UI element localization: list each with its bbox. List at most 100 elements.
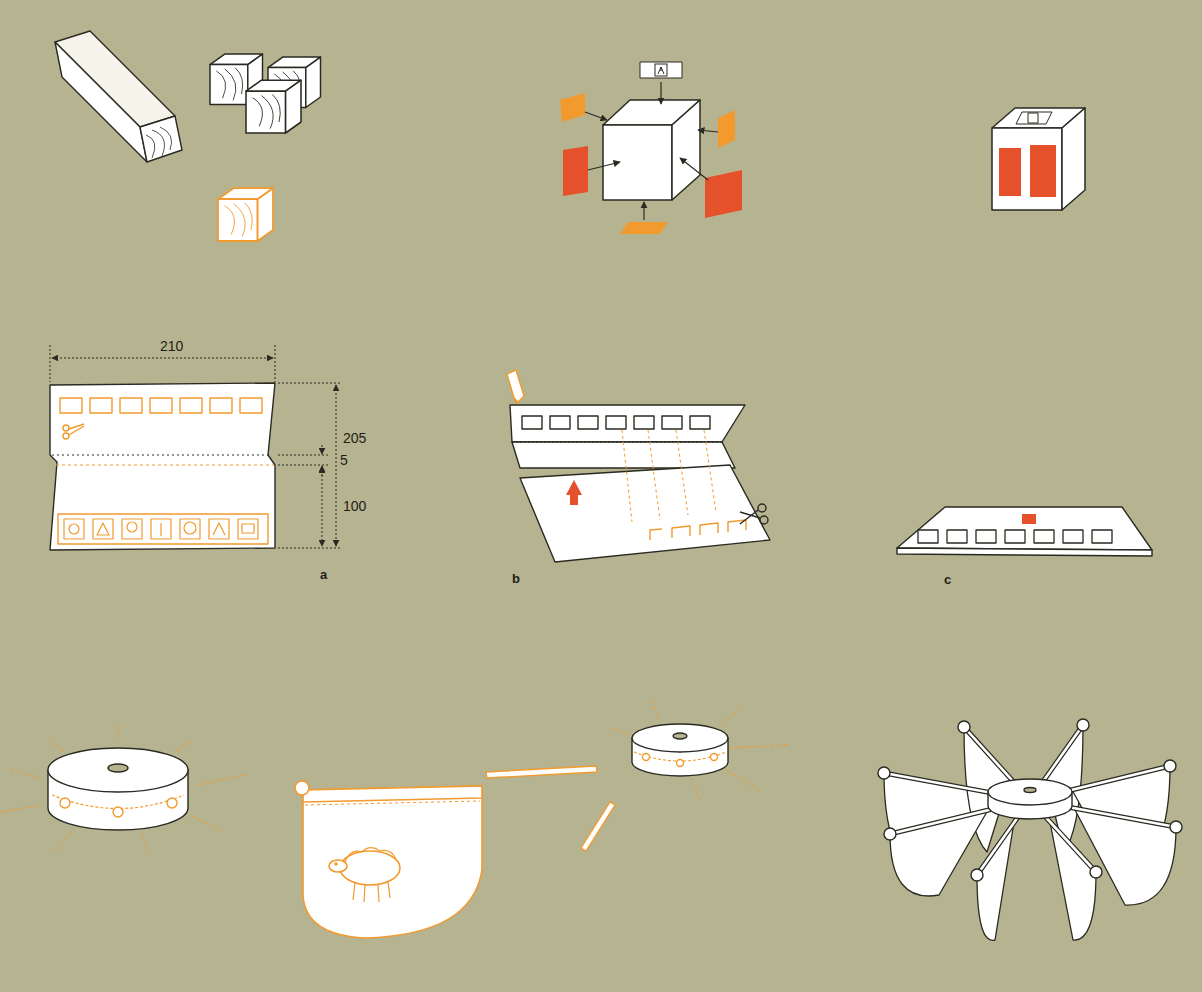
wood-bar [146,127,172,158]
small-disc-rays [722,768,760,790]
sheet-b [740,512,760,518]
sheet-b [522,416,710,429]
small-disc-rays [730,745,788,748]
wood-bar [140,116,182,162]
step-letter: a [320,567,327,583]
disc-rays [118,725,119,742]
wheel-hub [1024,788,1036,793]
sheet-b [740,504,768,524]
disc-rays [55,828,75,850]
sheet-b [514,398,517,404]
disc-rays [175,742,190,752]
finished-cube [992,108,1085,210]
dimension-lines [52,358,273,359]
wood-cubes [246,80,301,133]
small-disc-rays [612,728,632,735]
small-disc-rays [650,700,660,720]
sheet-b [512,442,722,443]
sheep-flag [353,882,390,902]
disc-rays [198,775,245,785]
disc-rays [0,725,245,855]
card-c [1092,530,1112,543]
dimension-lines [336,385,337,546]
sheet-a [120,398,142,413]
wheel-flags [977,822,1014,940]
drilled-disc [167,798,177,808]
sheet-a [58,514,268,544]
card-c [947,530,967,543]
sheep-flag [335,863,337,865]
wheel-knobs [958,721,970,733]
sheet-b [672,526,690,538]
card-c [1063,530,1083,543]
sheep-flag [364,885,365,902]
card-c [1005,530,1025,543]
sheet-b [622,430,716,522]
sheet-b [704,430,716,512]
card-c [918,530,1112,543]
small-disc-rays [722,708,740,725]
sheet-a [180,398,202,413]
sheet-a [64,519,258,539]
wood-cubes [210,54,321,133]
dimension-label: 100 [343,498,366,514]
sheet-b [758,504,766,512]
stick [486,766,597,778]
sheet-b [507,370,524,402]
stick [486,766,615,851]
orange-cube [218,188,273,241]
sheet-a [50,383,275,550]
sheet-a [60,398,262,413]
stickers [560,62,742,234]
sheet-b [650,529,662,540]
sheet-a [127,522,137,532]
sheet-a [60,398,82,413]
small-disc [673,733,687,739]
sheet-a [50,383,275,550]
sheet-b [566,480,582,505]
finished-cube [999,148,1021,196]
stickers [655,64,667,76]
sheet-a [52,455,270,456]
card-c [897,507,1152,556]
stickers [640,62,682,78]
sheet-a [213,523,225,535]
stickers [658,67,664,74]
wheel-arms [884,725,1176,875]
sheet-b [622,430,632,522]
dimension-lines [50,345,342,548]
small-disc [632,724,728,776]
sheet-a [151,519,171,539]
finished-cube [1062,108,1085,210]
dimension-lines [278,465,330,466]
placement-arrows [660,82,661,104]
sheep-flag [378,885,379,902]
stickers [705,170,742,218]
wheel-knobs [1077,719,1089,731]
sheet-a [184,522,196,534]
wheel-knobs [971,869,983,881]
sheet-a [64,519,84,539]
dimension-label: 5 [340,452,348,468]
dimension-lines [50,345,51,382]
sheet-a [160,523,161,536]
sheet-b [550,416,570,429]
stickers [560,93,585,122]
step-letter: c [944,572,951,588]
step-letter: b [512,571,520,587]
sheet-a [180,519,200,539]
sheet-a [93,519,113,539]
sheep-flag [340,851,400,885]
sheet-b [578,416,598,429]
sheet-b [700,523,718,535]
finished-cube [1028,113,1038,123]
disc-rays [0,805,42,812]
sheet-b [690,416,710,429]
stickers [563,146,588,196]
sheep-flag [303,786,482,938]
placement-arrows [585,112,607,120]
stickers [620,222,668,234]
card-c [897,507,1152,550]
